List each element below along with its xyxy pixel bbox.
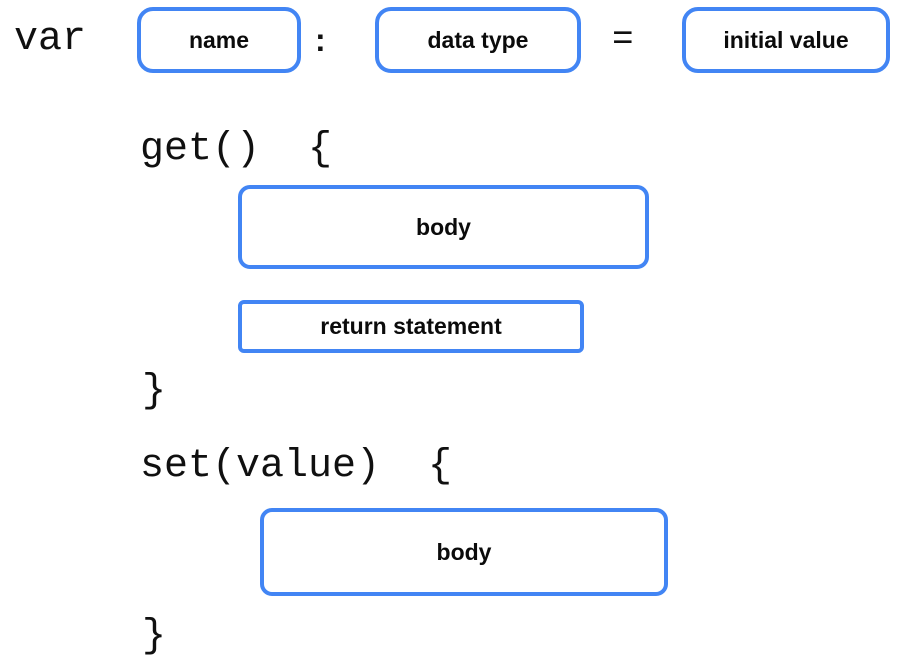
getter-header: get() { [140, 127, 333, 172]
slot-getter-body[interactable]: body [238, 185, 649, 269]
slot-name[interactable]: name [137, 7, 301, 73]
slot-initial-value[interactable]: initial value [682, 7, 890, 73]
slot-setter-body[interactable]: body [260, 508, 668, 596]
getter-closing-brace: } [142, 369, 167, 414]
slot-return-statement[interactable]: return statement [238, 300, 584, 353]
slot-data-type[interactable]: data type [375, 7, 581, 73]
colon-separator: : [315, 22, 326, 58]
setter-closing-brace: } [142, 614, 167, 657]
setter-header: set(value) { [140, 444, 453, 489]
equals-operator: = [612, 19, 634, 60]
keyword-var: var [14, 17, 87, 62]
